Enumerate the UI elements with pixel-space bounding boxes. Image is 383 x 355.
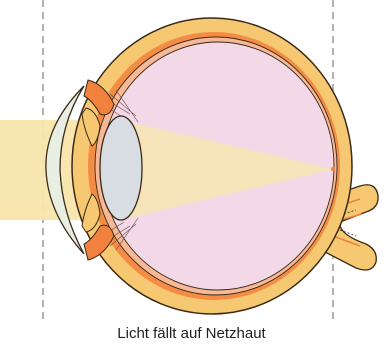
lens (100, 116, 142, 220)
focal-point (331, 167, 335, 171)
diagram-caption: Licht fällt auf Netzhaut (0, 325, 383, 342)
